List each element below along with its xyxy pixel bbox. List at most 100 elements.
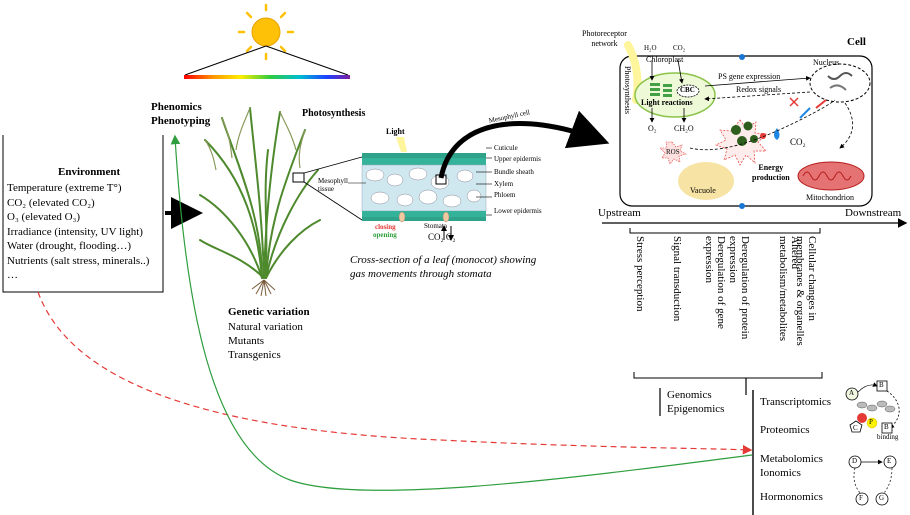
rice-plant-drawing	[199, 107, 321, 297]
cell-photosynthesis-label: Photosynthesis	[623, 66, 632, 115]
mesophyll-tissue-label: Mesophyll tissue	[318, 177, 348, 193]
genetic-item: Transgenics	[228, 349, 281, 361]
node-p: P	[869, 418, 873, 426]
light-label: Light	[386, 127, 405, 136]
nucleus-label: Nucleus	[813, 58, 840, 67]
environment-bracket	[2, 135, 164, 293]
phenomics-label: Phenomics Phenotyping	[151, 100, 210, 128]
node-g: G	[879, 494, 885, 502]
epigenomics-text: Epigenomics	[667, 403, 725, 415]
molecular-network	[845, 380, 900, 506]
light-spectrum	[184, 45, 350, 79]
environment-item: Temperature (extreme T°)	[7, 182, 122, 194]
process-stress-perception: Stress perception	[634, 236, 646, 312]
vacuole	[678, 162, 734, 200]
node-f: F	[859, 494, 863, 502]
nucleus	[809, 63, 871, 103]
binding-label: binding	[877, 433, 899, 441]
layer-leader-lines	[348, 147, 492, 216]
proteomics-label: Proteomics	[760, 424, 810, 436]
node-b: B	[879, 381, 884, 389]
leaf-layer-labels: Cuticule Upper epidermis Bundle sheath X…	[494, 143, 542, 216]
leaf-caption: Cross-section of a leaf (monocot) showin…	[350, 253, 536, 281]
opening-label: opening	[373, 231, 397, 239]
environment-item: Irradiance (intensity, UV light)	[7, 225, 143, 238]
ionomics-text: Ionomics	[760, 467, 801, 479]
hormonomics-label: Hormonomics	[760, 491, 823, 503]
environment-title: Environment	[58, 166, 121, 178]
leaf-to-cell-arrow	[438, 110, 610, 179]
layer-label: Lower epidermis	[494, 206, 542, 215]
environment-item: Water (drought, flooding…)	[7, 240, 132, 252]
cbc-label: CBC	[680, 86, 695, 94]
layer-label: Upper epidermis	[494, 154, 541, 163]
metabolomics-label: Metabolomics Ionomics	[760, 452, 823, 480]
redox-label: Redox signals	[736, 85, 782, 94]
genetic-variation-list: Natural variation Mutants Transgenics	[228, 320, 303, 362]
gas-label: CO₂ O₂	[428, 232, 456, 242]
upstream-label: Upstream	[598, 207, 641, 219]
ch2o-label: CH₂O	[674, 124, 694, 133]
layer-label: Xylem	[494, 179, 514, 188]
node-a: A	[849, 389, 855, 397]
node-c: C	[853, 424, 858, 432]
phenotyping-text: Phenotyping	[151, 115, 211, 127]
environment-item: Nutrients (salt stress, minerals..)	[7, 254, 150, 267]
sun-icon	[237, 3, 295, 61]
process-altered-metabolism: Altered metabolism/metabolites	[777, 236, 801, 342]
ps-gene-label: PS gene expression	[718, 72, 781, 81]
energy-text: production	[752, 173, 790, 182]
genetic-item: Mutants	[228, 335, 265, 347]
environment-item: O₃ (elevated O₃)	[7, 211, 81, 223]
node-d: D	[852, 457, 858, 465]
photoreceptor-label: Photoreceptor network	[582, 29, 627, 49]
node-b2: B	[884, 423, 889, 431]
thylakoid-stacks	[650, 83, 672, 97]
metabolomics-text: Metabolomics	[760, 453, 823, 465]
cell-title: Cell	[847, 36, 866, 48]
caption-line: gas movements through stomata	[350, 268, 492, 280]
ros-label: ROS	[666, 148, 680, 156]
closing-label: closing	[375, 223, 396, 231]
h2o-label: H₂O	[644, 44, 657, 52]
layer-label: Cuticule	[494, 144, 518, 152]
vacuole-label: Vacuole	[690, 186, 716, 195]
chloroplast-label: Chloroplast	[646, 55, 684, 64]
process-protein-expression: Deregulation of protein expression	[727, 236, 751, 340]
environment-item: …	[7, 269, 18, 281]
photosynthesis-title: Photosynthesis	[302, 108, 366, 119]
o2-label: O₂	[648, 124, 657, 133]
photoreceptor-text: network	[591, 39, 618, 48]
co2-mid-label: CO₂	[790, 137, 806, 147]
stomata-label: Stomata	[424, 222, 447, 230]
caption-line: Cross-section of a leaf (monocot) showin…	[350, 254, 537, 266]
process-cellular-changes: Cellular changes in membranes & organell…	[794, 236, 818, 346]
genomics-label: Genomics Epigenomics	[667, 388, 724, 416]
co2-label: CO₂	[673, 44, 686, 52]
omics-to-phenomics-green-arrow	[170, 134, 753, 491]
layer-label: Bundle sheath	[494, 168, 534, 176]
transcriptomics-label: Transcriptomics	[760, 396, 832, 408]
genetic-variation-title: Genetic variation	[228, 306, 310, 318]
leaf-cross-section	[361, 153, 487, 223]
chloroplast	[634, 72, 716, 118]
energy-production-label: Energy production	[752, 163, 790, 183]
genetic-item: Natural variation	[228, 321, 303, 333]
mitochondrion-label: Mitochondrion	[806, 193, 854, 202]
node-e: E	[887, 457, 892, 465]
genomics-text: Genomics	[667, 389, 712, 401]
phenomics-text: Phenomics	[151, 101, 202, 113]
light-beam	[396, 137, 407, 152]
process-signal-transduction: Signal transduction	[671, 236, 683, 322]
layer-label: Phloem	[494, 191, 516, 199]
mitochondrion	[797, 161, 865, 191]
process-gene-expression: Deregulation of gene expression	[703, 236, 727, 329]
environment-item: CO₂ (elevated CO₂)	[7, 196, 95, 209]
environment-list: Temperature (extreme T°) CO₂ (elevated C…	[7, 181, 165, 283]
downstream-label: Downstream	[845, 207, 902, 219]
zoom-box	[292, 172, 305, 183]
energy-text: Energy	[758, 163, 784, 172]
light-reactions-label: Light reactions	[641, 98, 693, 107]
photoreceptor-text: Photoreceptor	[582, 29, 627, 38]
